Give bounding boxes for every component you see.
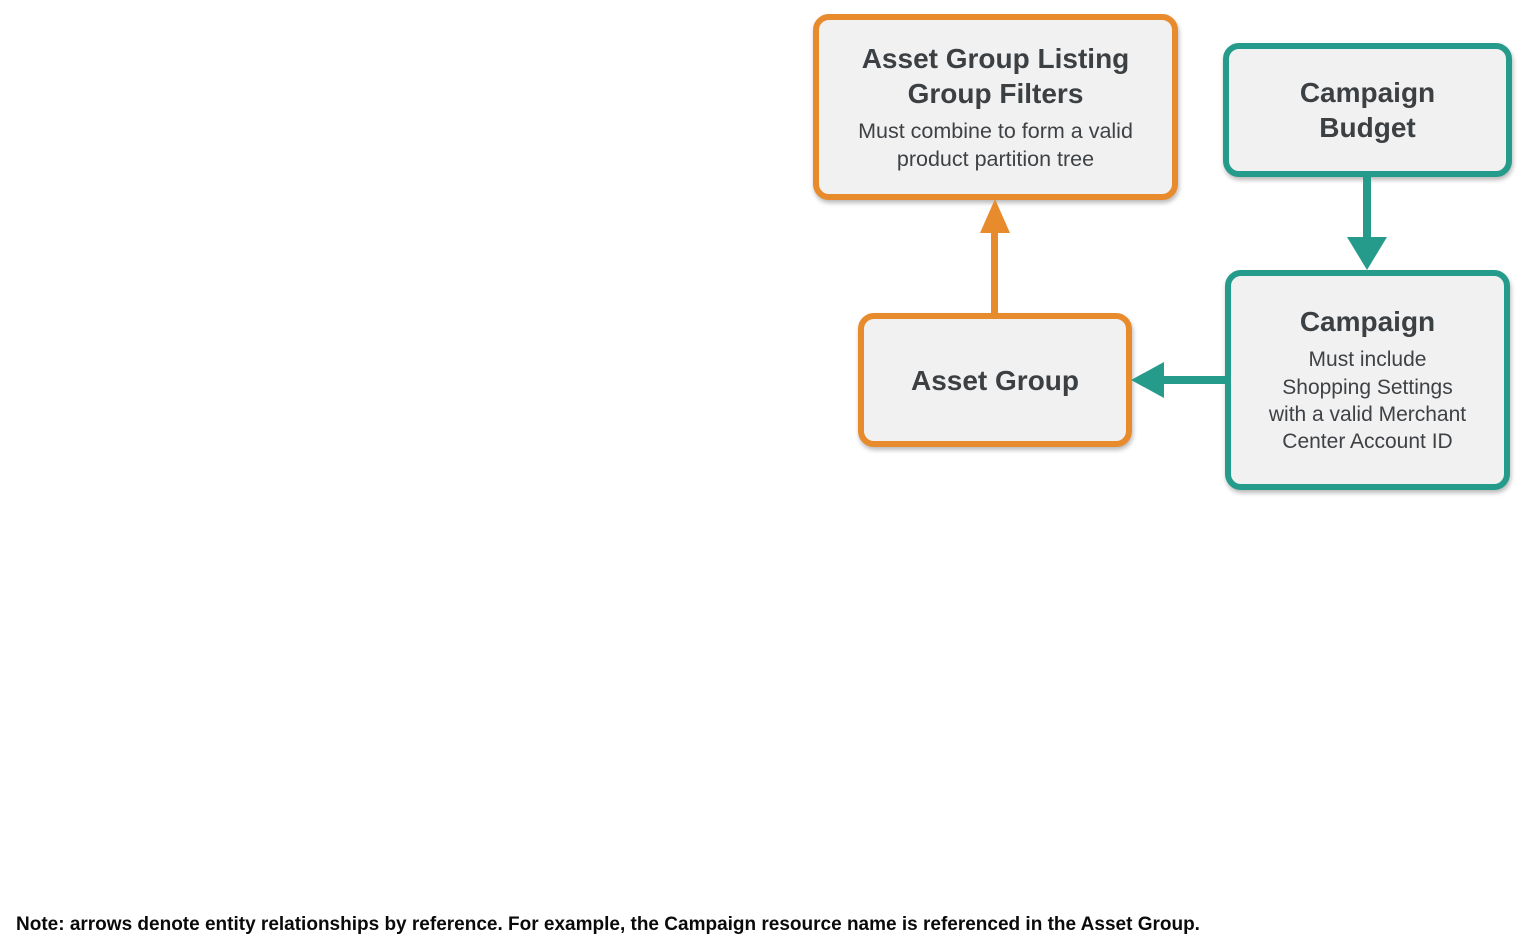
entity-box-asset-group-listing-group-filters: Asset Group Listing Group Filters Must c…	[813, 14, 1178, 200]
arrow-campaign-to-asset-group-head-icon	[1131, 362, 1164, 398]
entity-subtitle-asset-group-listing-group-filters: Must combine to form a valid product par…	[858, 118, 1133, 171]
entity-title-campaign: Campaign	[1299, 306, 1436, 338]
arrow-asset-group-to-listing-filters-line	[991, 230, 998, 313]
entity-title-asset-group-listing-group-filters: Asset Group Listing Group Filters	[861, 42, 1130, 109]
entity-box-campaign-budget: Campaign Budget	[1223, 43, 1512, 177]
entity-title-asset-group: Asset Group	[910, 364, 1080, 396]
entity-box-campaign: Campaign Must include Shopping Settings …	[1225, 270, 1510, 490]
arrow-campaign-budget-to-campaign-head-icon	[1347, 237, 1387, 270]
arrow-asset-group-to-listing-filters-head-icon	[980, 199, 1010, 233]
arrow-campaign-budget-to-campaign-line	[1363, 177, 1371, 239]
entity-title-campaign-budget: Campaign Budget	[1299, 77, 1436, 143]
arrow-campaign-to-asset-group-line	[1160, 376, 1225, 384]
entity-subtitle-campaign: Must include Shopping Settings with a va…	[1268, 348, 1467, 454]
note-text: Note: arrows denote entity relationships…	[16, 914, 1200, 935]
entity-box-asset-group: Asset Group	[858, 313, 1132, 447]
